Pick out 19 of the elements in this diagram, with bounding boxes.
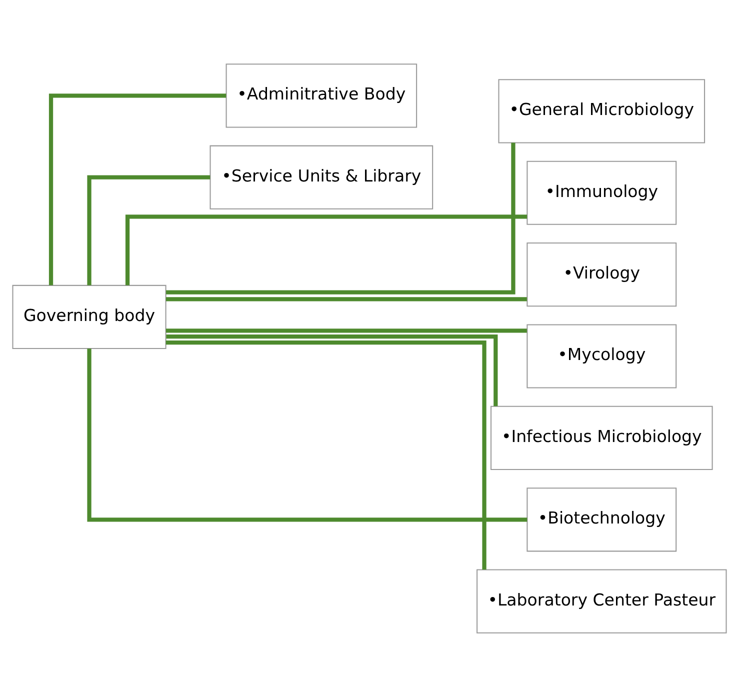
node-box: •Biotechnology xyxy=(526,488,677,552)
connector xyxy=(166,340,486,570)
connector xyxy=(166,334,498,406)
node-box: •General Microbiology xyxy=(498,79,706,144)
node-box: •Service Units & Library xyxy=(210,145,434,210)
connector xyxy=(87,348,528,522)
node-box: •Infectious Microbiology xyxy=(490,406,713,470)
node-box: •Virology xyxy=(526,242,677,307)
connector xyxy=(87,175,210,286)
connector xyxy=(166,142,516,294)
connector xyxy=(125,214,528,286)
connector xyxy=(166,328,527,333)
connector xyxy=(166,297,527,302)
connector xyxy=(48,94,226,286)
node-box: •Laboratory Center Pasteur xyxy=(476,569,727,634)
node-box: •Adminitrative Body xyxy=(226,64,418,128)
node-box: •Mycology xyxy=(526,324,677,388)
node-box: Governing body xyxy=(12,284,166,350)
node-box: •Immunology xyxy=(526,160,677,225)
